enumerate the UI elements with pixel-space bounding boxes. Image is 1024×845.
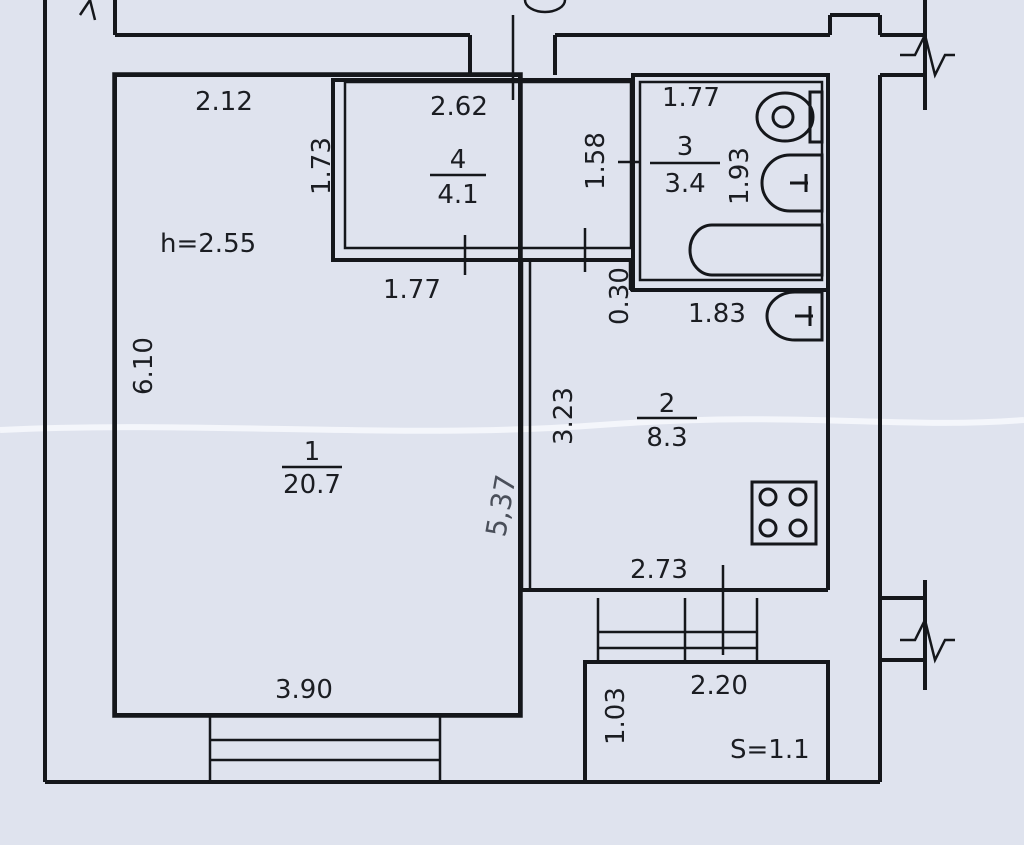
- dim-room3-side: 1.93: [725, 147, 755, 205]
- svg-text:3: 3: [677, 132, 694, 162]
- room-1-label: 1 20.7: [282, 437, 342, 500]
- kitchen-sink-icon: [765, 290, 824, 342]
- stove-icon: [750, 480, 818, 546]
- door-ticks: [463, 15, 725, 655]
- svg-text:3.4: 3.4: [664, 169, 705, 199]
- svg-text:1: 1: [304, 437, 321, 467]
- dim-corridor-width: 1.77: [383, 275, 441, 305]
- dim-bath-width: 1.83: [688, 299, 746, 329]
- balcony-area-label: S=1.1: [730, 735, 810, 765]
- room-4-label: 4 4.1: [430, 145, 486, 210]
- dim-room3-top: 1.77: [662, 83, 720, 113]
- dim-room1-side: 6.10: [129, 337, 159, 395]
- room-3-label: 3 3.4: [650, 132, 720, 199]
- dim-kitchen-side: 3.23: [549, 387, 579, 445]
- paper-crease: [0, 416, 1024, 434]
- room-2-label: 2 8.3: [637, 389, 697, 453]
- dim-balcony-depth: 1.03: [601, 687, 631, 745]
- dim-room4-right: 1.58: [581, 132, 611, 190]
- svg-text:20.7: 20.7: [283, 470, 341, 500]
- window-bottom: [208, 713, 442, 784]
- sink-icon: [760, 153, 824, 213]
- break-symbols: [78, 0, 955, 664]
- outer-walls: [43, 0, 927, 784]
- dim-corridor-gap: 0.30: [605, 267, 635, 325]
- ceiling-height-label: h=2.55: [160, 229, 256, 259]
- dim-balcony-width: 2.20: [690, 671, 748, 701]
- dim-room1-top: 2.12: [195, 87, 253, 117]
- svg-text:4: 4: [450, 145, 467, 175]
- svg-text:2: 2: [659, 389, 676, 419]
- dim-room4-side: 1.73: [307, 137, 337, 195]
- pencil-note: 5,37: [479, 472, 522, 539]
- svg-text:8.3: 8.3: [646, 423, 687, 453]
- toilet-icon: [755, 90, 824, 144]
- bathtub-icon: [688, 223, 824, 277]
- dim-room4-top: 2.62: [430, 92, 488, 122]
- dim-kitchen-bottom: 2.73: [630, 555, 688, 585]
- svg-text:4.1: 4.1: [437, 180, 478, 210]
- dim-room1-bottom: 3.90: [275, 675, 333, 705]
